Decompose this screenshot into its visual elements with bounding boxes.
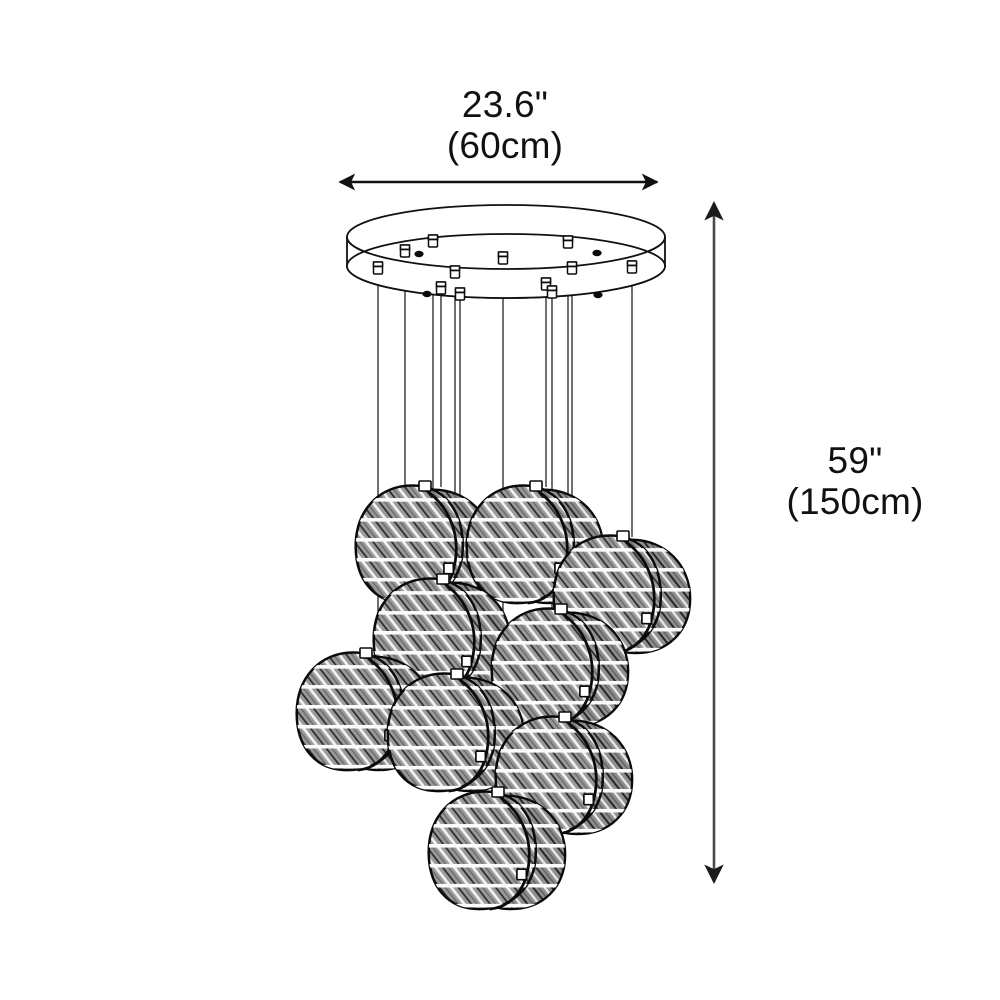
shade-bands-front (296, 652, 404, 771)
shade-bands-front (355, 485, 463, 604)
cable-fitting-3 (427, 234, 439, 248)
shade-top-cap (616, 530, 630, 542)
width-value-imperial: 23.6" (461, 84, 549, 125)
shade-rim-collar (516, 868, 528, 881)
cable-fitting-5 (449, 265, 461, 279)
shade-top-cap (436, 573, 450, 585)
cable-fitting-12 (626, 260, 638, 274)
rear-mount-dot-4 (593, 291, 603, 299)
rear-mount-dot-3 (592, 249, 602, 257)
width-dimension-label: 23.6" (60cm) (350, 84, 660, 167)
cable-fitting-6 (454, 287, 466, 301)
ceiling-canopy (346, 204, 666, 299)
cable-fitting-11 (566, 261, 578, 275)
shade-1 (354, 484, 494, 605)
shade-bands-front (428, 791, 536, 910)
shade-top-cap (491, 786, 505, 798)
cable-fitting-1 (372, 261, 384, 275)
shade-rim-collar (443, 562, 455, 575)
rear-mount-dots (414, 249, 603, 299)
shade-4 (372, 577, 512, 698)
shade-top-cap (418, 480, 432, 492)
cable-fitting-7 (497, 251, 509, 265)
shade-top-cap (359, 647, 373, 659)
cable-fitting-2 (399, 244, 411, 258)
shade-top-cap (450, 668, 464, 680)
shade-6 (295, 651, 435, 772)
shade-bands-front (466, 485, 574, 604)
shade-top-cap (529, 480, 543, 492)
shade-bands-front (491, 608, 599, 727)
shade-rim-collar (461, 655, 473, 668)
cable-fitting-9 (546, 285, 558, 299)
shade-top-cap (558, 711, 572, 723)
shade-top-cap (554, 603, 568, 615)
width-value-metric: (60cm) (446, 125, 564, 167)
rear-mount-dot-1 (414, 250, 424, 258)
cable-fitting-10 (562, 235, 574, 249)
pendant-shades (295, 480, 692, 911)
height-value-metric: (150cm) (786, 481, 924, 523)
shade-rim-collar (579, 685, 591, 698)
cable-fitting-4 (435, 281, 447, 295)
height-dimension-label: 59" (150cm) (735, 440, 975, 523)
height-value-imperial: 59" (827, 440, 883, 481)
shade-7 (386, 672, 526, 793)
shade-5 (490, 607, 630, 728)
shade-bands-front (387, 673, 495, 792)
shade-9 (427, 790, 567, 911)
shade-rim-collar (475, 750, 487, 763)
rear-mount-dot-2 (422, 290, 432, 298)
shade-rim-collar (583, 793, 595, 806)
cable-fittings (372, 234, 638, 301)
shade-rim-collar (641, 612, 653, 625)
